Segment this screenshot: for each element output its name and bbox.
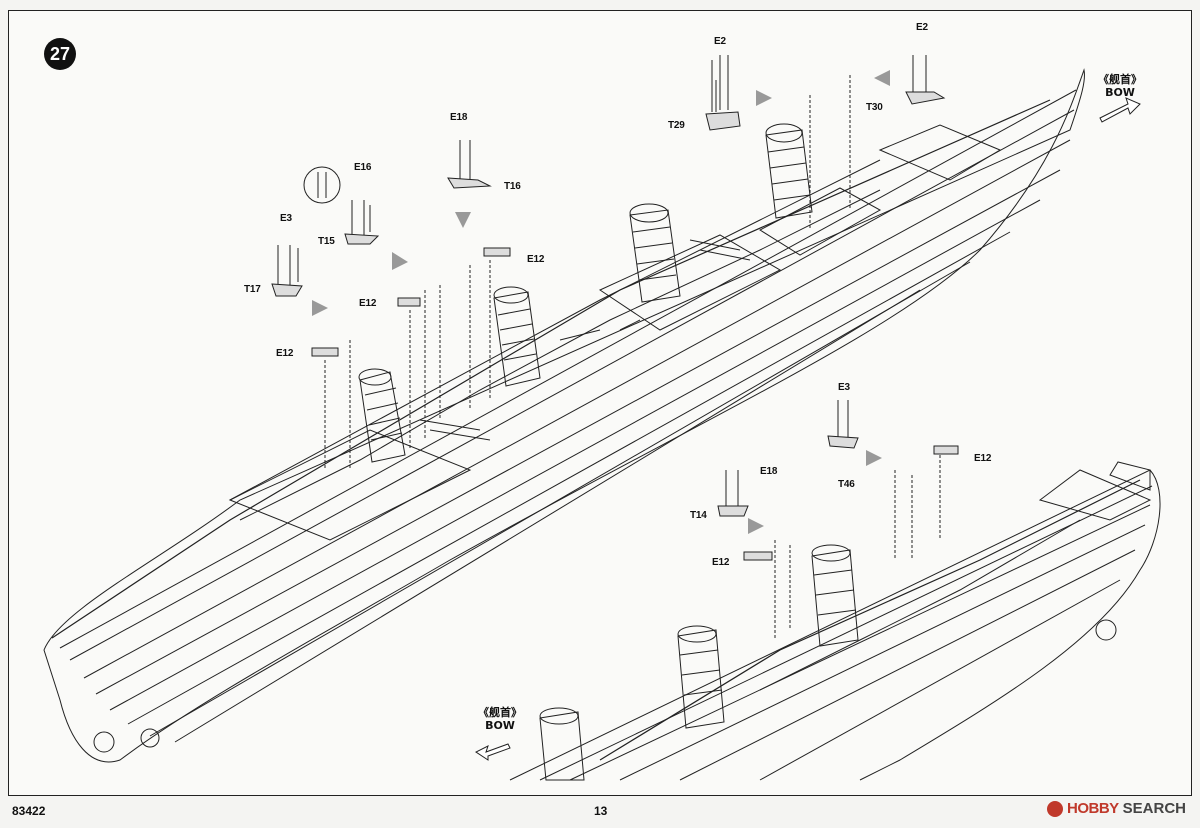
watermark-suffix: SEARCH (1122, 800, 1186, 817)
bow-arrow-top (1099, 97, 1141, 123)
lower-ship-hull (509, 469, 1161, 781)
hobby-search-logo-icon (1046, 800, 1063, 817)
part-label-e12: E12 (276, 348, 294, 359)
part-label-e18: E18 (760, 466, 778, 477)
lower-funnel-2 (677, 625, 725, 729)
funnel-4 (765, 123, 813, 219)
lower-funnel-1 (539, 707, 585, 781)
bow-jp-label: 《舰首》 (478, 706, 522, 719)
bow-indicator-bottom: 《舰首》 BOW (478, 706, 522, 732)
part-label-t46: T46 (838, 479, 855, 490)
part-label-e12: E12 (359, 298, 377, 309)
part-bases (271, 91, 959, 561)
part-label-t15: T15 (318, 236, 335, 247)
part-label-e12: E12 (712, 557, 730, 568)
watermark-brand: HOBBY (1066, 800, 1119, 817)
part-label-t29: T29 (668, 120, 685, 131)
part-label-t17: T17 (244, 284, 261, 295)
product-code: 83422 (12, 804, 46, 818)
part-label-e12: E12 (527, 254, 545, 265)
part-label-e2: E2 (916, 22, 928, 33)
part-posts (277, 55, 941, 640)
funnel-2 (493, 286, 541, 387)
bow-en-label: BOW (1105, 86, 1135, 99)
part-label-t30: T30 (866, 102, 883, 113)
upper-deck-outline (51, 99, 1051, 639)
instruction-page-frame (8, 10, 1192, 796)
detail-callout-circle (303, 166, 341, 204)
part-label-e12: E12 (974, 453, 992, 464)
direction-arrows (312, 70, 890, 534)
part-label-e3: E3 (838, 382, 850, 393)
part-label-e3: E3 (280, 213, 292, 224)
funnel-1 (358, 368, 406, 463)
part-label-e16: E16 (354, 162, 372, 173)
step-number-badge: 27 (44, 38, 76, 70)
part-label-e18: E18 (450, 112, 468, 123)
part-label-e2: E2 (714, 36, 726, 47)
bow-jp-label: 《舰首》 (1098, 73, 1142, 86)
bow-arrow-bottom (475, 743, 511, 761)
lower-funnel-3 (811, 544, 859, 647)
bow-indicator-top: 《舰首》 BOW (1098, 73, 1142, 99)
funnel-3 (629, 203, 681, 303)
bow-en-label: BOW (485, 719, 515, 732)
page-number: 13 (594, 804, 608, 818)
part-label-t14: T14 (690, 510, 707, 521)
watermark: HOBBY SEARCH (1046, 800, 1186, 817)
part-label-t16: T16 (504, 181, 521, 192)
